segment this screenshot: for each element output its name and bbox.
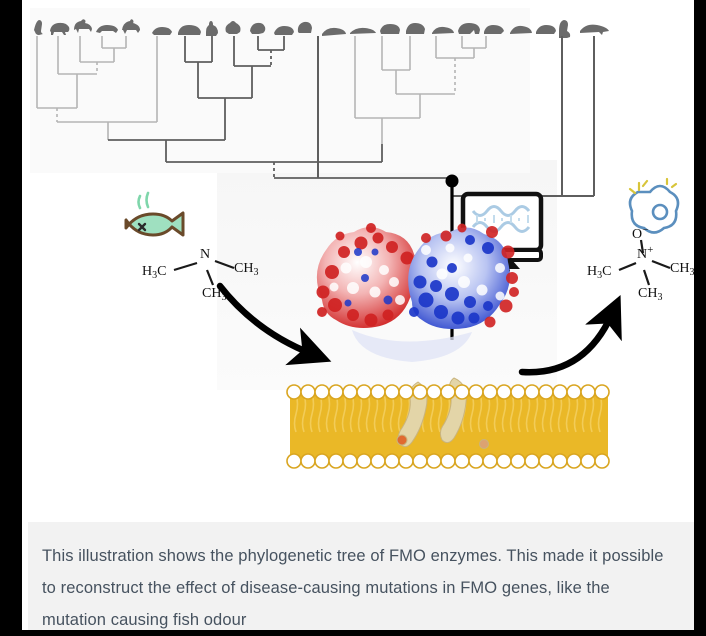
tree-branches-shallow: [36, 36, 158, 140]
protein-monomer-right: [408, 223, 519, 329]
protein-monomer-left: [316, 223, 419, 328]
silhouette-elephant: [458, 23, 480, 34]
tree-branches-midclade: [354, 36, 487, 144]
dead-fish-icon: [124, 191, 185, 237]
product-exit-arrow: [518, 295, 622, 376]
tmao-label-left: H3C: [587, 264, 611, 281]
fish-dead-eye: [137, 222, 147, 232]
silhouette-horse: [406, 23, 425, 34]
tmao-bonds: [618, 239, 671, 286]
tma-label-left: H3C: [142, 264, 166, 281]
silhouette-sloth: [536, 25, 556, 34]
caption-text: This illustration shows the phylogenetic…: [42, 547, 664, 629]
protein-structure: [316, 223, 519, 362]
tree-branches-deep: [108, 36, 452, 179]
tmao-structure: O− N+ H3C CH3 CH3: [587, 224, 694, 303]
tmao-label-oxygen: O−: [632, 224, 648, 242]
flower-sparkles: [628, 177, 678, 195]
silhouette-whale: [350, 27, 376, 34]
silhouette-cow: [380, 24, 400, 34]
tree-tip-silhouettes: [34, 19, 609, 38]
silhouette-bat: [225, 21, 241, 34]
dna-helix-icon: [471, 205, 531, 233]
illustration-figure: H3C N CH3 CH3 O− N+ H3C CH3: [22, 0, 694, 512]
silhouette-platypus: [580, 24, 609, 35]
silhouette-shrew: [274, 26, 294, 35]
figure-caption: This illustration shows the phylogenetic…: [28, 522, 694, 630]
content-column: H3C N CH3 CH3 O− N+ H3C CH3: [22, 0, 694, 630]
silhouette-mouse: [152, 27, 172, 35]
tma-bonds: [173, 259, 235, 286]
lipid-bilayer-membrane: [286, 377, 610, 469]
silhouette-rabbit: [206, 21, 218, 36]
tree-backdrop-panel: [30, 8, 530, 173]
silhouette-rodent: [50, 22, 70, 35]
silhouette-rodent-2: [96, 25, 118, 33]
silhouette-pig: [432, 26, 454, 34]
tma-label-right: CH3: [234, 261, 258, 278]
fish-body: [124, 211, 185, 237]
tmao-label-right: CH3: [670, 261, 694, 278]
silhouette-primate: [250, 22, 266, 34]
tmao-label-bottom: CH3: [638, 286, 662, 303]
silhouette-bird-2: [297, 21, 312, 33]
silhouette-kangaroo: [559, 20, 571, 38]
silhouette-armadillo: [510, 25, 532, 34]
fish-odour-lines: [137, 191, 150, 210]
silhouette-bird: [34, 20, 43, 35]
silhouette-wolf: [122, 19, 140, 34]
silhouette-seal: [322, 27, 346, 36]
protein-membrane-interface: [352, 330, 472, 362]
silhouette-anteater: [484, 25, 504, 34]
membrane-heads-upper: [286, 384, 610, 400]
illustration-canvas: H3C N CH3 CH3 O− N+ H3C CH3: [30, 8, 694, 469]
silhouette-dog: [74, 19, 92, 33]
flower-icon: [628, 177, 680, 234]
phylogenetic-tree: [34, 19, 609, 197]
substrate-entry-arrow: [216, 282, 332, 366]
flower-petals: [628, 184, 680, 234]
silhouette-hedgehog: [178, 25, 201, 35]
tmao-label-nitrogen: N+: [637, 244, 653, 262]
membrane-heads-lower: [286, 453, 610, 469]
tma-label-nitrogen: N: [200, 247, 210, 262]
